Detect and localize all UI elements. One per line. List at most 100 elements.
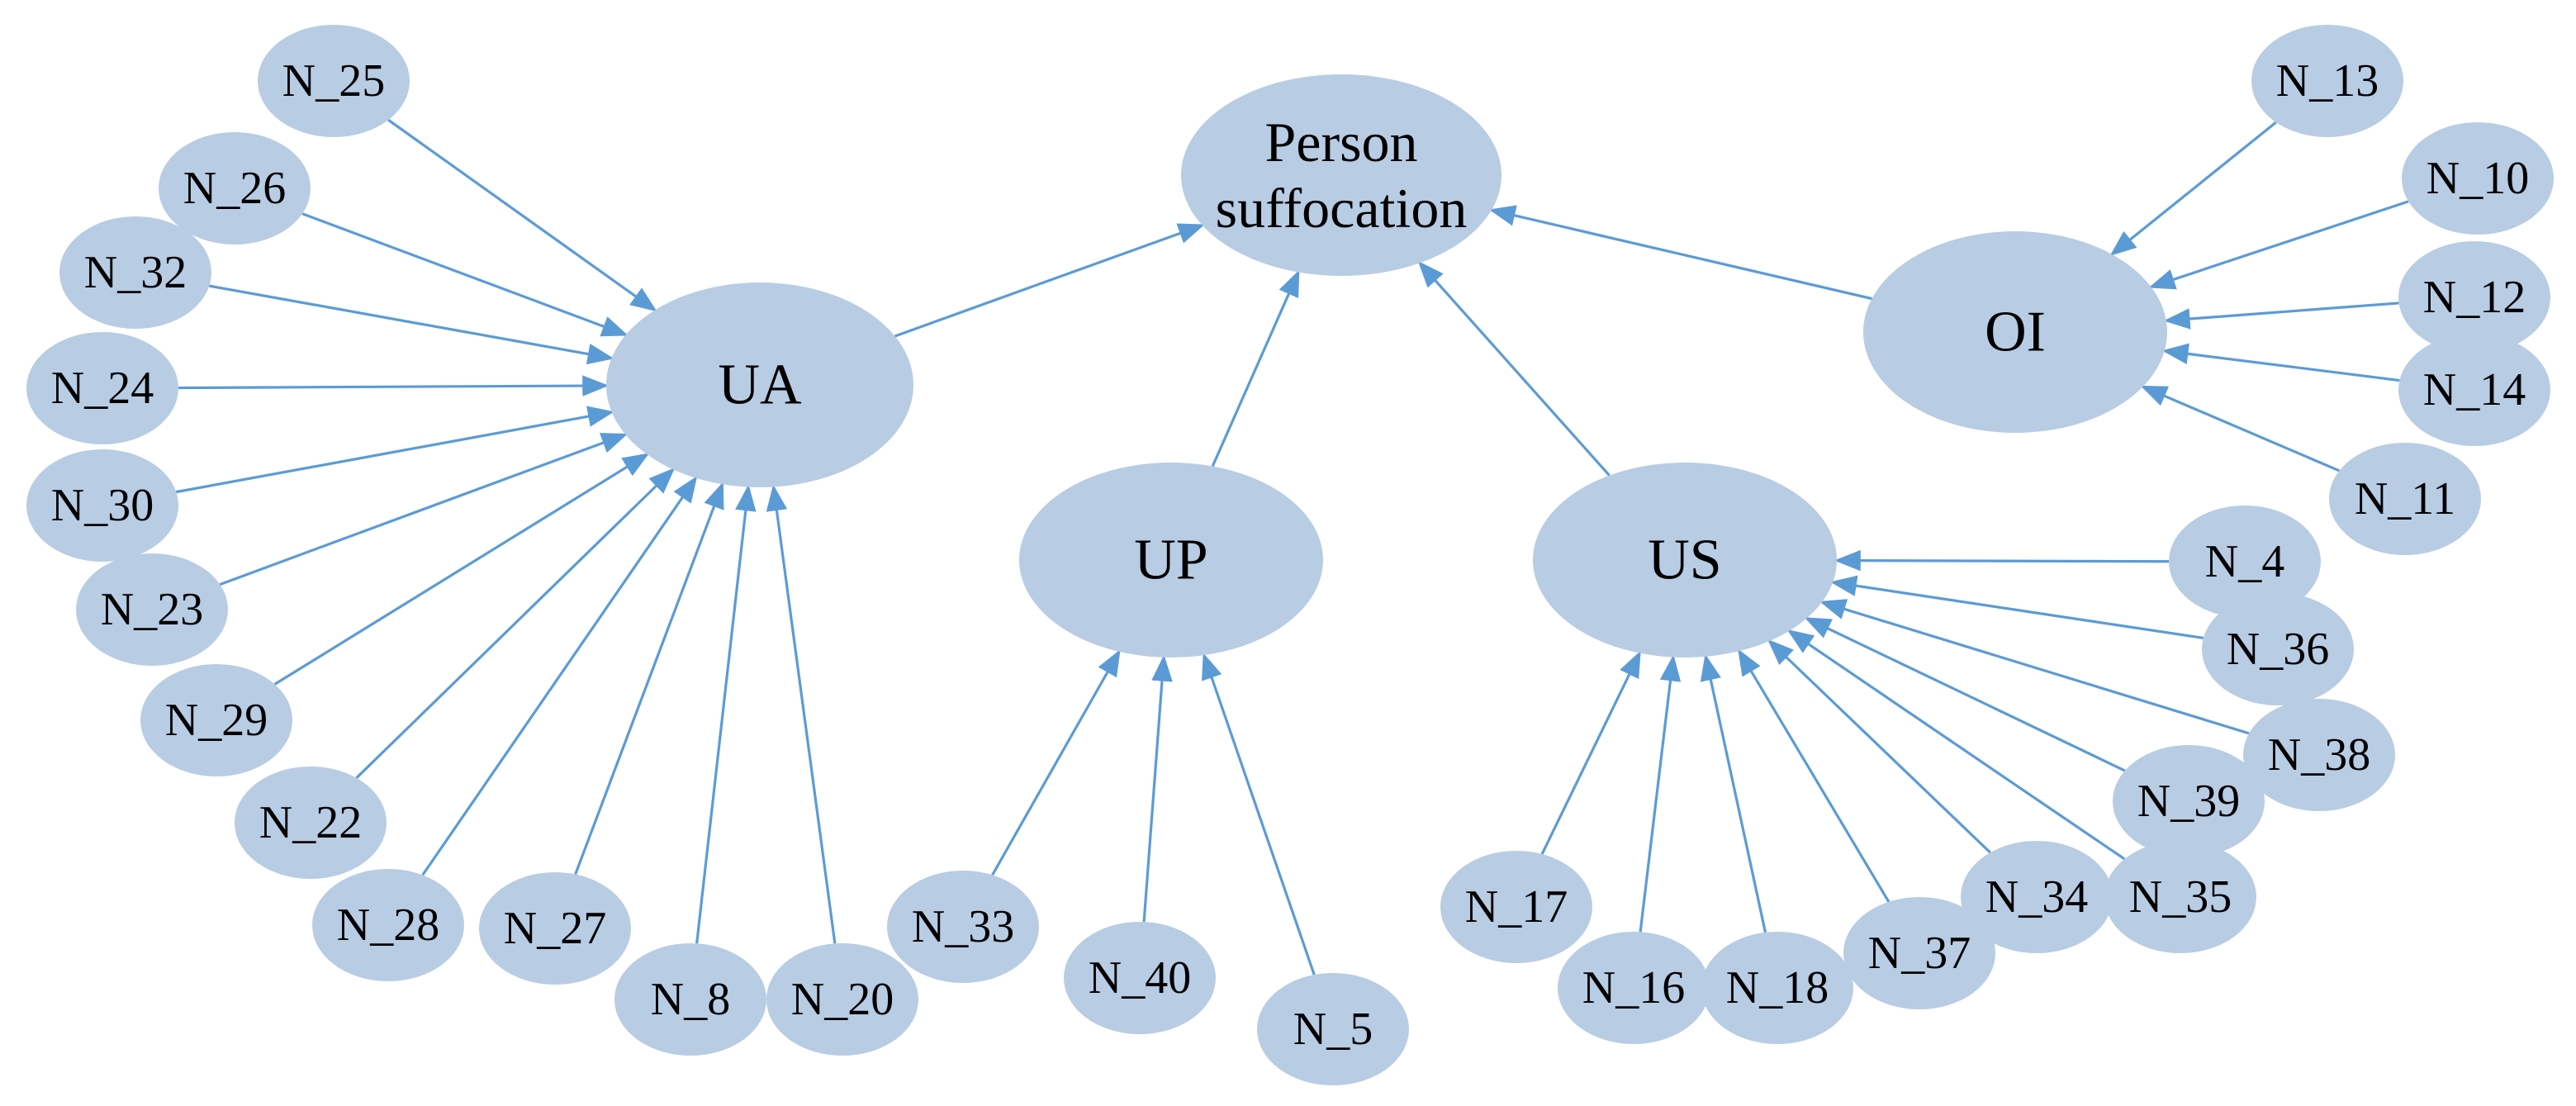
edge-n20-to-ua bbox=[766, 484, 837, 944]
node-n10: N_10 bbox=[2402, 122, 2554, 235]
arrow-line bbox=[301, 212, 629, 337]
node-n23: N_23 bbox=[76, 553, 228, 666]
node-shape bbox=[1701, 932, 1853, 1044]
node-shape bbox=[1558, 932, 1710, 1044]
node-label: N_35 bbox=[2129, 871, 2232, 923]
arrow-line bbox=[219, 433, 629, 586]
node-label: N_30 bbox=[51, 480, 154, 531]
edge-oi-to-root bbox=[1488, 205, 1872, 301]
node-shape bbox=[2104, 841, 2256, 953]
edge-us-to-root bbox=[1417, 260, 1611, 477]
node-label: N_24 bbox=[51, 363, 154, 414]
arrow-line bbox=[176, 406, 614, 494]
node-shape bbox=[2251, 25, 2403, 137]
node-shape bbox=[2113, 745, 2265, 857]
arrow-line bbox=[2109, 121, 2277, 256]
edge-n18-to-us bbox=[1700, 653, 1767, 933]
node-n24: N_24 bbox=[26, 332, 178, 444]
edge-n22-to-ua bbox=[355, 468, 676, 779]
node-label: UA bbox=[718, 354, 802, 417]
node-us: US bbox=[1533, 463, 1837, 657]
node-label: OI bbox=[1985, 301, 2046, 364]
node-label: N_23 bbox=[101, 584, 203, 635]
node-shape bbox=[766, 943, 918, 1056]
node-shape bbox=[1019, 463, 1323, 657]
node-label: N_25 bbox=[282, 55, 385, 107]
node-label: N_40 bbox=[1089, 952, 1191, 1004]
node-ua: UA bbox=[606, 282, 913, 487]
node-n33: N_33 bbox=[887, 871, 1039, 983]
arrow-line bbox=[178, 375, 610, 396]
edge-n25-to-ua bbox=[387, 118, 657, 312]
arrow-line bbox=[574, 482, 724, 876]
node-shape bbox=[26, 449, 178, 562]
edge-n4-to-us bbox=[1834, 549, 2170, 572]
edge-n35-to-us bbox=[1786, 629, 2126, 861]
node-shape bbox=[2402, 122, 2554, 235]
node-label: N_13 bbox=[2276, 55, 2379, 107]
node-label: N_17 bbox=[1465, 881, 1568, 933]
node-n17: N_17 bbox=[1440, 851, 1592, 963]
node-n14: N_14 bbox=[2398, 334, 2550, 446]
edge-n38-to-us bbox=[1819, 599, 2250, 735]
node-label: N_8 bbox=[651, 974, 730, 1025]
node-up: UP bbox=[1019, 463, 1323, 657]
node-label-line1: Person bbox=[1264, 111, 1417, 173]
node-n39: N_39 bbox=[2113, 745, 2265, 857]
edge-n5-to-up bbox=[1202, 653, 1316, 975]
arrow-line bbox=[2161, 343, 2400, 382]
node-n22: N_22 bbox=[235, 767, 387, 879]
node-label: N_37 bbox=[1868, 928, 1971, 979]
node-shape bbox=[2169, 506, 2321, 618]
node-n18: N_18 bbox=[1701, 932, 1853, 1044]
node-label: N_28 bbox=[337, 900, 439, 951]
edge-n16-to-us bbox=[1639, 654, 1682, 933]
node-shape bbox=[159, 132, 311, 244]
node-n4: N_4 bbox=[2169, 506, 2321, 618]
edge-n17-to-us bbox=[1540, 650, 1641, 855]
node-shape bbox=[258, 25, 410, 137]
arrow-line bbox=[209, 284, 614, 365]
node-label: N_34 bbox=[1985, 871, 2088, 923]
arrow-line bbox=[1488, 205, 1872, 301]
arrow-line bbox=[1738, 648, 1890, 903]
arrow-line bbox=[1417, 260, 1611, 477]
node-n34: N_34 bbox=[1961, 841, 2113, 953]
edge-n23-to-ua bbox=[219, 433, 629, 586]
node-label: UP bbox=[1134, 529, 1207, 592]
arrow-line bbox=[2163, 301, 2399, 330]
arrow-line bbox=[2148, 200, 2409, 290]
arrow-line bbox=[1834, 549, 2170, 572]
arrow-line bbox=[1829, 575, 2204, 640]
node-shape bbox=[2329, 443, 2481, 555]
edge-n29-to-ua bbox=[273, 453, 650, 686]
node-shape bbox=[76, 553, 228, 666]
node-shape bbox=[235, 767, 387, 879]
node-n40: N_40 bbox=[1064, 922, 1216, 1034]
node-n26: N_26 bbox=[159, 132, 311, 244]
node-n30: N_30 bbox=[26, 449, 178, 562]
node-label: N_4 bbox=[2205, 536, 2284, 587]
node-n16: N_16 bbox=[1558, 932, 1710, 1044]
node-label: N_29 bbox=[165, 695, 268, 746]
node-shape bbox=[2398, 334, 2550, 446]
edges bbox=[176, 118, 2409, 975]
node-n5: N_5 bbox=[1257, 973, 1409, 1085]
arrow-line bbox=[991, 649, 1121, 876]
edge-n11-to-oi bbox=[2140, 385, 2341, 472]
arrow-line bbox=[1786, 629, 2126, 861]
node-label: N_32 bbox=[84, 247, 187, 298]
node-shape bbox=[1181, 74, 1501, 276]
node-n20: N_20 bbox=[766, 943, 918, 1056]
arrow-line bbox=[1142, 654, 1173, 923]
arrow-line bbox=[2140, 385, 2341, 472]
edge-n10-to-oi bbox=[2148, 200, 2409, 290]
node-label: N_36 bbox=[2227, 624, 2329, 675]
arrow-line bbox=[1819, 599, 2250, 735]
node-shape bbox=[479, 872, 631, 985]
arrow-line bbox=[421, 476, 698, 876]
arrow-line bbox=[1700, 653, 1767, 933]
node-label: N_16 bbox=[1582, 962, 1685, 1013]
arrow-line bbox=[1767, 638, 1991, 854]
